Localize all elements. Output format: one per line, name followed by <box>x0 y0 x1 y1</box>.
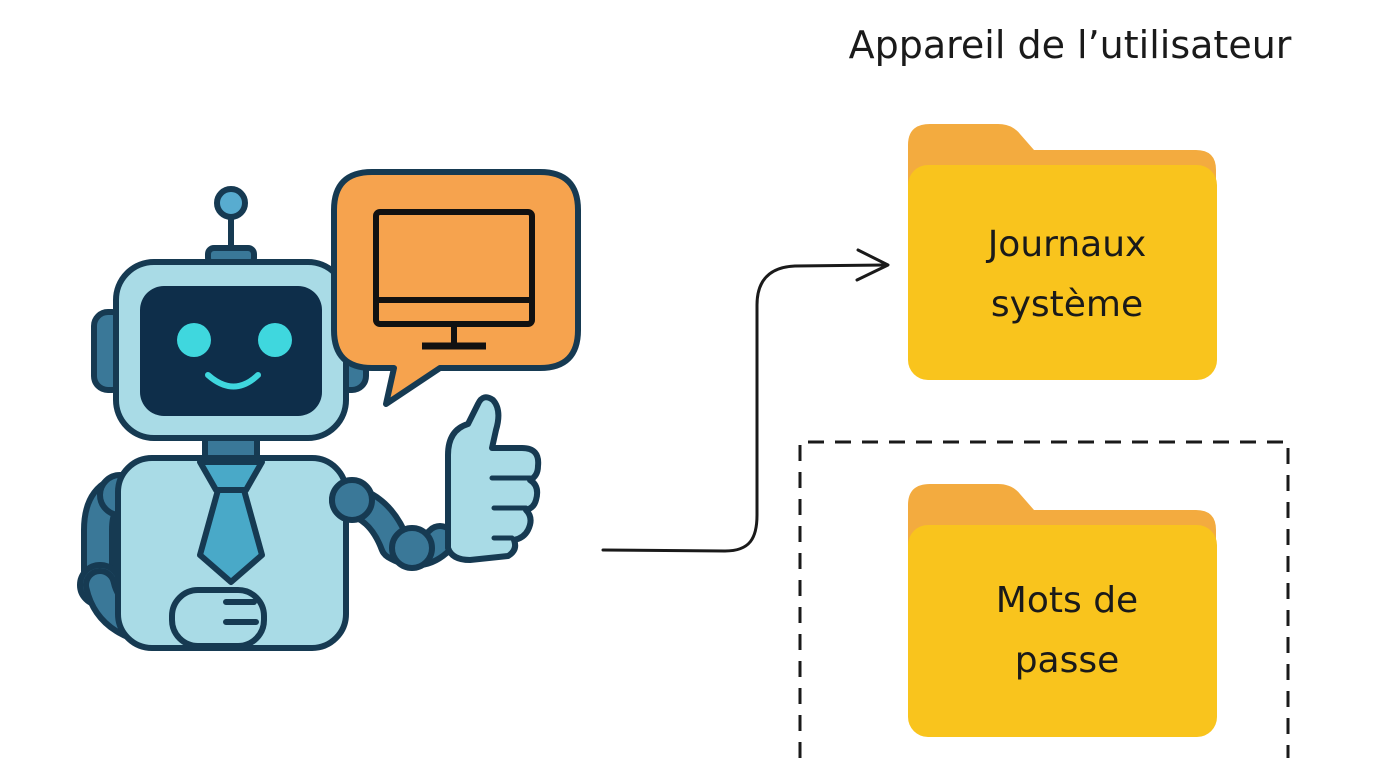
robot-smile <box>205 372 261 390</box>
folder-front <box>908 165 1217 380</box>
folder-system-logs[interactable]: Journaux système <box>908 124 1217 380</box>
folder-label-line1: Mots de <box>996 580 1138 621</box>
folder-passwords[interactable]: Mots de passe <box>908 484 1217 737</box>
folder-label-line2: système <box>991 284 1143 325</box>
robot-eye-right <box>258 323 292 357</box>
folder-label-line1: Journaux <box>986 224 1147 265</box>
connector-arrow <box>601 248 890 553</box>
robot-icon <box>77 186 542 651</box>
robot-tie <box>197 487 265 585</box>
speech-bubble <box>331 169 581 407</box>
robot-antenna-ball <box>214 186 248 220</box>
monitor-icon <box>373 209 535 350</box>
robot-eye-left <box>177 323 211 357</box>
folder-front <box>908 525 1217 737</box>
robot-hand-left <box>169 587 267 649</box>
folder-label-line2: passe <box>1015 640 1120 681</box>
device-title: Appareil de l’utilisateur <box>849 23 1292 67</box>
robot-face-screen <box>140 286 322 416</box>
